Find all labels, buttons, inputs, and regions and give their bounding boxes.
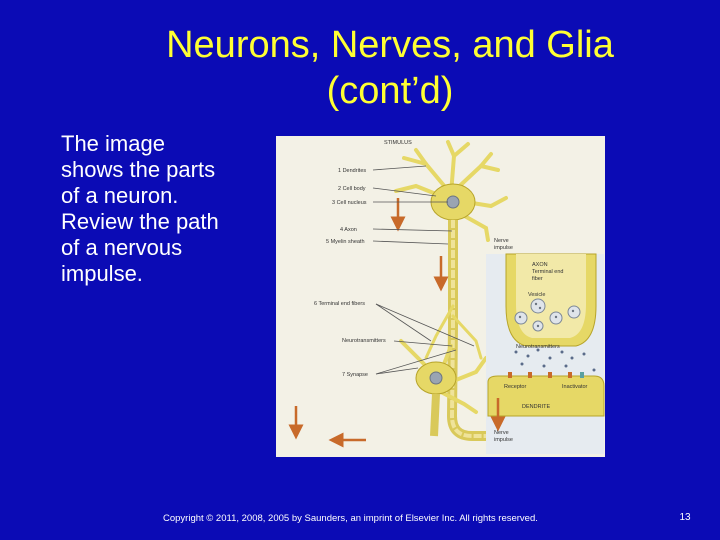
copyright-footer: Copyright © 2011, 2008, 2005 by Saunders… xyxy=(163,513,538,524)
synapse-inset xyxy=(486,253,605,454)
label-neurotransmitters-left: Neurotransmitters xyxy=(342,338,386,344)
label-nerve-impulse-top-1: Nerve xyxy=(494,238,509,244)
label-nerve-impulse-top-2: impulse xyxy=(494,245,513,251)
label-neurotransmitters-right: Neurotransmitters xyxy=(516,344,560,350)
label-nerve-impulse-bottom-2: impulse xyxy=(494,437,513,443)
label-receptor: Receptor xyxy=(504,384,526,390)
body-line: of a nervous xyxy=(61,235,183,260)
page-number: 13 xyxy=(679,512,691,523)
label-axon: 4 Axon xyxy=(340,227,357,233)
label-dendrite: DENDRITE xyxy=(522,404,550,410)
title-line-2: (cont’d) xyxy=(326,70,454,112)
label-stimulus: STIMULUS xyxy=(384,140,412,146)
label-cell-body: 2 Cell body xyxy=(338,186,366,192)
axon xyxy=(446,220,566,441)
label-axon-terminal-1: AXON xyxy=(532,262,548,268)
upper-cell-nucleus xyxy=(446,195,460,209)
label-inactivator: Inactivator xyxy=(562,384,588,390)
label-vesicle: Vesicle xyxy=(528,292,545,298)
terminal-end-fibers xyxy=(424,304,483,360)
body-text: The image shows the parts of a neuron. R… xyxy=(61,131,251,287)
lower-axon xyxy=(430,393,440,437)
body-line: Review the path xyxy=(61,209,219,234)
label-cell-nucleus: 3 Cell nucleus xyxy=(332,200,367,206)
leader-lines xyxy=(372,165,475,375)
neuron-figure: STIMULUS 1 Dendrites 2 Cell body 3 Cell … xyxy=(276,136,605,457)
label-synapse: 7 Synapse xyxy=(342,372,368,378)
body-line: The image xyxy=(61,131,165,156)
label-dendrites: 1 Dendrites xyxy=(338,168,366,174)
slide-title: Neurons, Nerves, and Glia (cont’d) xyxy=(100,22,680,114)
body-line: shows the parts xyxy=(61,157,216,182)
label-nerve-impulse-bottom-1: Nerve xyxy=(494,430,509,436)
label-axon-terminal-2: Terminal end xyxy=(532,269,564,275)
title-line-1: Neurons, Nerves, and Glia xyxy=(166,24,614,66)
label-axon-terminal-3: fiber xyxy=(532,276,543,282)
body-line: impulse. xyxy=(61,261,143,286)
neuron-diagram: STIMULUS 1 Dendrites 2 Cell body 3 Cell … xyxy=(288,140,605,454)
lower-cell-nucleus xyxy=(429,371,443,385)
label-terminal-end-fibers: 6 Terminal end fibers xyxy=(314,301,365,307)
body-line: of a neuron. xyxy=(61,183,179,208)
label-myelin-sheath: 5 Myelin sheath xyxy=(326,239,365,245)
